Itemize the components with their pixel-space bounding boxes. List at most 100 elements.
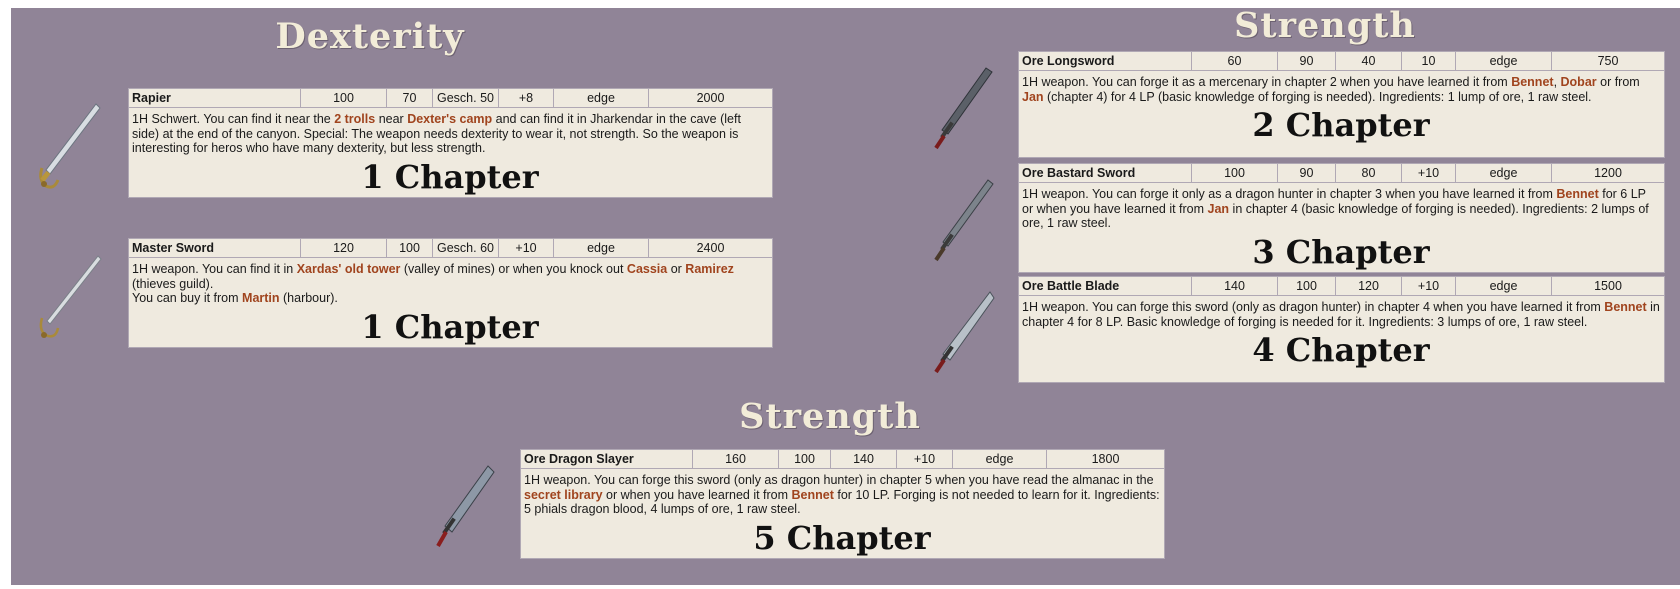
description-text: or from (1596, 75, 1640, 89)
link-dexters-camp[interactable]: Dexter's camp (407, 112, 493, 126)
price-value: 2400 (648, 238, 773, 258)
description-text: 1H weapon. You can forge it as a mercena… (1022, 75, 1512, 89)
table-row: Rapier 100 70 Gesch. 50 +8 edge 2000 (128, 88, 773, 108)
bonus-value: +8 (498, 88, 554, 108)
ore-bastard-sword-icon (934, 179, 994, 262)
table-row: 1H weapon. You can forge this sword (onl… (520, 468, 1165, 559)
description-text: near (375, 112, 408, 126)
master-sword-icon (39, 255, 102, 338)
ore-dragon-slayer-icon (436, 465, 495, 547)
link-bennet[interactable]: Bennet (1556, 187, 1599, 201)
table-row: 1H Schwert. You can find it near the 2 t… (128, 107, 773, 198)
weapon-description: 1H weapon. You can forge this sword (onl… (1018, 295, 1665, 383)
chapter-label: 4 Chapter (1252, 331, 1430, 369)
damage-value: 160 (692, 449, 779, 469)
ore-battle-blade-icon (934, 291, 995, 374)
link-2-trolls[interactable]: 2 trolls (334, 112, 376, 126)
table-row: 1H weapon. You can forge it as a mercena… (1018, 70, 1665, 158)
rapier-sword-icon (39, 103, 101, 189)
damage-value: 140 (1191, 276, 1278, 296)
description-text: , (1553, 75, 1561, 89)
link-ramirez[interactable]: Ramirez (685, 262, 734, 276)
description-text: 1H Schwert. You can find it near the (132, 112, 335, 126)
link-bennet[interactable]: Bennet (1604, 300, 1647, 314)
bonus-value: +10 (1401, 163, 1456, 183)
description-text: or when you have learned it from (602, 487, 792, 502)
description-text: You can buy it from (132, 291, 243, 305)
secondary-requirement-value: 80 (1335, 163, 1402, 183)
price-value: 1500 (1551, 276, 1665, 296)
bonus-value: +10 (896, 449, 953, 469)
link-jan[interactable]: Jan (1022, 89, 1044, 104)
heading-dexterity: Dexterity (275, 16, 465, 57)
weapon-name: Master Sword (128, 238, 301, 258)
description-text: (thieves guild). (132, 276, 214, 291)
damage-type: edge (952, 449, 1047, 469)
price-value: 1200 (1551, 163, 1665, 183)
description-text: (valley of mines) or when you knock out (400, 262, 627, 276)
damage-type: edge (1455, 51, 1552, 71)
weapon-description: 1H weapon. You can find it in Xardas' ol… (128, 257, 773, 348)
price-value: 750 (1551, 51, 1665, 71)
ore-longsword-icon (934, 67, 993, 150)
weapon-name: Ore Battle Blade (1018, 276, 1192, 296)
damage-type: edge (1455, 163, 1552, 183)
description-text: (chapter 4) for 4 LP (basic knowledge of… (1043, 89, 1592, 104)
damage-type: edge (553, 238, 649, 258)
table-row: 1H weapon. You can forge it only as a dr… (1018, 182, 1665, 273)
weapon-name: Rapier (128, 88, 301, 108)
link-xardas-old-tower[interactable]: Xardas' old tower (296, 262, 401, 276)
description-text: for 6 LP or when you have learned it fro… (1022, 187, 1646, 216)
link-cassia[interactable]: Cassia (626, 262, 668, 276)
damage-value: 100 (1191, 163, 1278, 183)
description-text: (harbour). (279, 291, 338, 305)
bonus-value: 10 (1401, 51, 1456, 71)
weapon-table-ore-dragon-slayer: Ore Dragon Slayer 160 100 140 +10 edge 1… (520, 449, 1165, 559)
damage-value: 60 (1191, 51, 1278, 71)
link-jan[interactable]: Jan (1207, 201, 1230, 216)
description-text: 1H weapon. You can forge this sword (onl… (1022, 300, 1605, 314)
requirement-value: 100 (386, 238, 433, 258)
damage-value: 120 (300, 238, 387, 258)
damage-type: edge (1455, 276, 1552, 296)
price-value: 1800 (1046, 449, 1165, 469)
weapon-name: Ore Longsword (1018, 51, 1192, 71)
table-row: Master Sword 120 100 Gesch. 60 +10 edge … (128, 238, 773, 258)
link-dobar[interactable]: Dobar (1560, 75, 1597, 89)
weapon-description: 1H weapon. You can forge this sword (onl… (520, 468, 1165, 559)
chapter-label: 1 Chapter (361, 157, 539, 196)
description-text: 1H weapon. You can find it in (132, 262, 297, 276)
secondary-requirement-value: 40 (1335, 51, 1402, 71)
chapter-label: 2 Chapter (1252, 106, 1430, 144)
requirement-value: 90 (1277, 51, 1336, 71)
heading-strength-right: Strength (1234, 5, 1416, 46)
link-bennet[interactable]: Bennet (1511, 75, 1554, 89)
requirement-value: 70 (386, 88, 433, 108)
secondary-requirement-value: Gesch. 50 (432, 88, 499, 108)
table-row: Ore Longsword 60 90 40 10 edge 750 (1018, 51, 1665, 71)
link-bennet[interactable]: Bennet (791, 487, 834, 502)
link-martin[interactable]: Martin (242, 291, 280, 305)
chapter-label: 5 Chapter (753, 518, 931, 557)
chapter-label: 1 Chapter (361, 307, 539, 346)
bonus-value: +10 (498, 238, 554, 258)
link-secret-library[interactable]: secret library (524, 487, 603, 502)
bonus-value: +10 (1401, 276, 1456, 296)
price-value: 2000 (648, 88, 773, 108)
weapon-name: Ore Bastard Sword (1018, 163, 1192, 183)
table-row: Ore Dragon Slayer 160 100 140 +10 edge 1… (520, 449, 1165, 469)
weapon-table-ore-bastard-sword: Ore Bastard Sword 100 90 80 +10 edge 120… (1018, 163, 1665, 273)
description-text: in chapter 4 (basic knowledge of forging… (1022, 201, 1649, 231)
heading-strength-bottom: Strength (739, 396, 921, 437)
damage-type: edge (553, 88, 649, 108)
damage-value: 100 (300, 88, 387, 108)
weapon-name: Ore Dragon Slayer (520, 449, 693, 469)
weapon-table-ore-battle-blade: Ore Battle Blade 140 100 120 +10 edge 15… (1018, 276, 1665, 383)
weapon-description: 1H weapon. You can forge it as a mercena… (1018, 70, 1665, 158)
description-text: or (667, 262, 686, 276)
weapon-table-ore-longsword: Ore Longsword 60 90 40 10 edge 750 1H we… (1018, 51, 1665, 158)
requirement-value: 90 (1277, 163, 1336, 183)
description-text: 1H weapon. You can forge this sword (onl… (524, 473, 1154, 487)
description-text: in chapter 4 for 8 LP. Basic knowledge o… (1022, 300, 1660, 329)
chapter-label: 3 Chapter (1252, 232, 1430, 271)
